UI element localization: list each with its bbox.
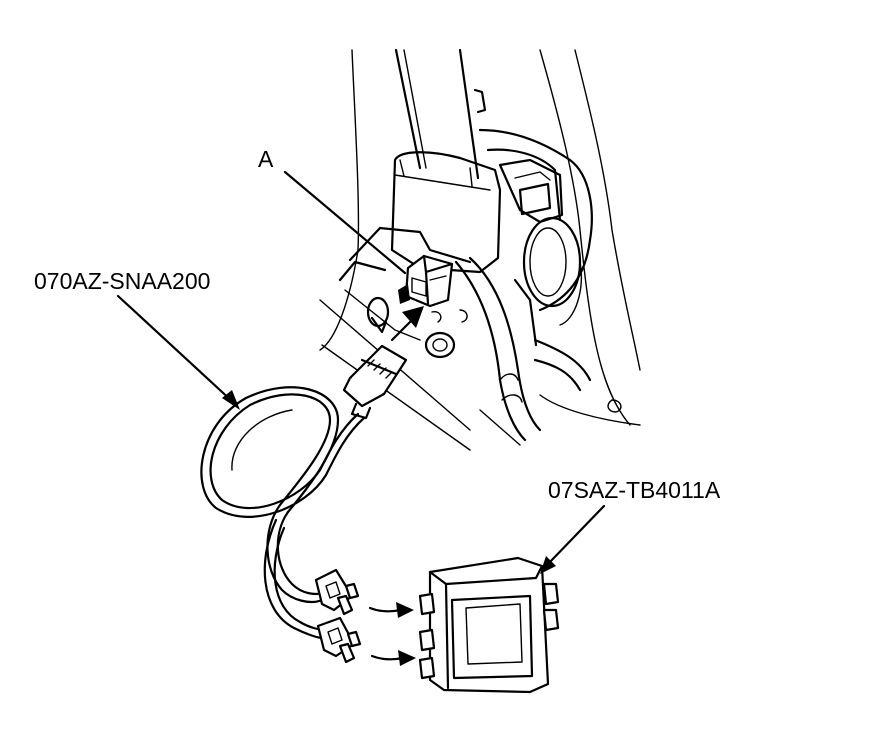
insert-arrow-plug-upper (368, 602, 414, 618)
leader-cable (116, 294, 236, 405)
callout-label-test-harness: 070AZ-SNAA200 (34, 268, 211, 294)
connector-a (398, 254, 454, 308)
seat-belt-webbing (394, 48, 487, 180)
seat-belt-retractor (338, 128, 593, 359)
test-box (418, 556, 560, 694)
leader-box (546, 504, 606, 566)
leader-box-arrowhead (540, 556, 556, 574)
leader-a (283, 170, 407, 275)
callout-label-a: A (258, 146, 274, 172)
callout-label-test-box: 07SAZ-TB4011A (548, 477, 721, 503)
insert-arrow-plug-lower (370, 650, 416, 666)
banana-plug-upper (314, 568, 360, 616)
leader-cable-arrowhead (222, 390, 240, 410)
insert-arrow-upper (390, 306, 424, 342)
vehicle-wire-loom (454, 256, 592, 442)
pillar-panel (319, 49, 641, 451)
harness-connector (342, 344, 408, 420)
banana-plug-lower (316, 616, 362, 664)
